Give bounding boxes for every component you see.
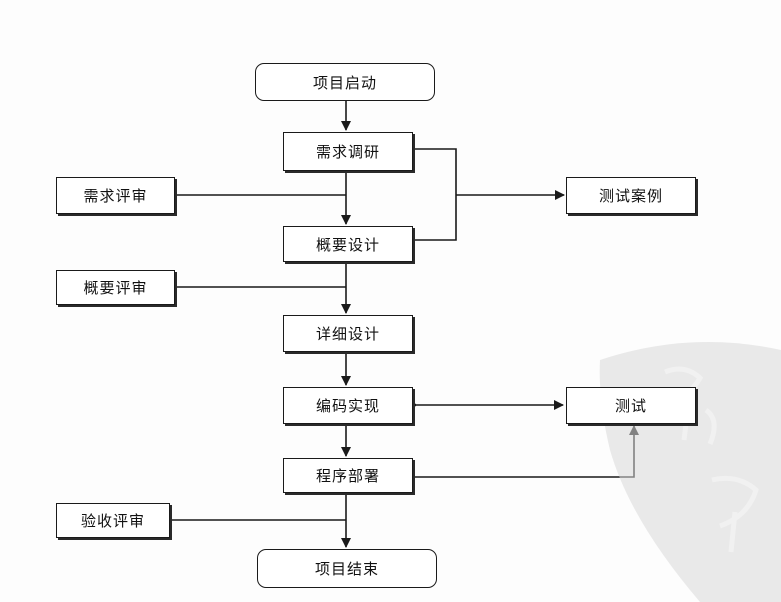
- edge-req-research-to-test-cases-branch: [413, 148, 457, 241]
- node-overview-design: 概要设计: [283, 226, 413, 262]
- node-overview-review: 概要评审: [56, 270, 175, 305]
- node-project-end: 项目结束: [257, 549, 437, 588]
- node-test-cases: 测试案例: [566, 177, 696, 214]
- node-coding-implementation: 编码实现: [283, 387, 413, 424]
- edge-deploy-to-testing: [413, 425, 639, 478]
- node-program-deployment: 程序部署: [283, 458, 413, 493]
- node-requirements-research: 需求调研: [283, 132, 413, 171]
- node-requirements-review: 需求评审: [56, 177, 175, 214]
- node-detail-design: 详细设计: [283, 315, 413, 352]
- node-acceptance-review: 验收评审: [56, 503, 170, 538]
- node-testing: 测试: [566, 387, 696, 424]
- node-project-start: 项目启动: [255, 63, 435, 101]
